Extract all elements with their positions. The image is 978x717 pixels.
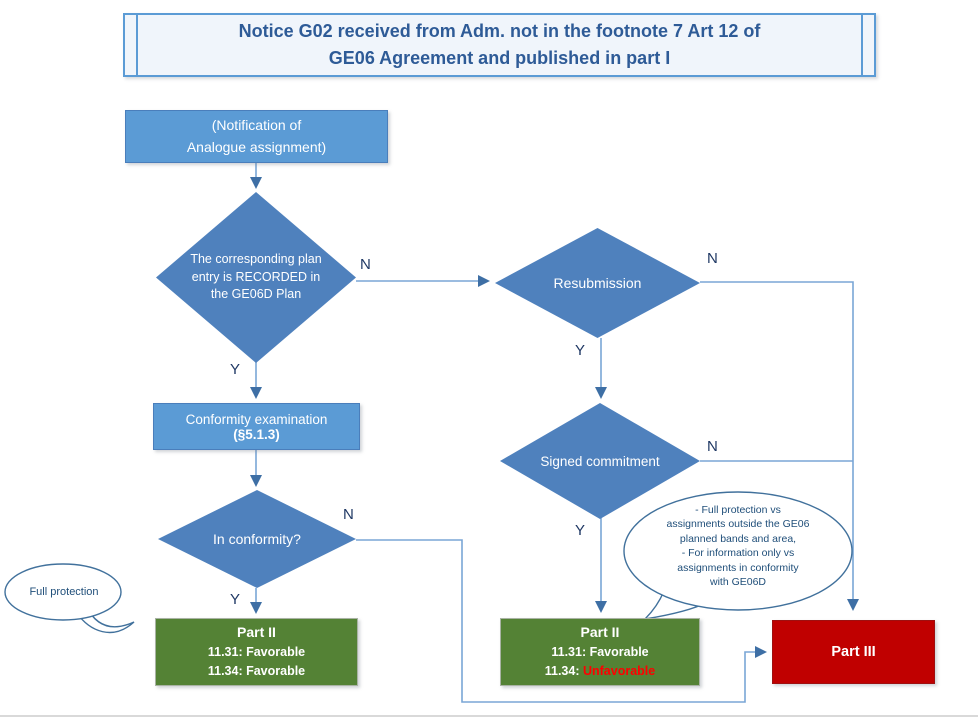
callout-full-protection-text: Full protection — [29, 586, 99, 598]
title-banner-right-rule — [861, 15, 863, 75]
callout-full-protection-shape — [4, 563, 135, 633]
part2-mid-row-1134-prefix: 11.34: — [544, 663, 583, 678]
conformity-exam-line1: Conformity examination — [185, 411, 328, 427]
edge-label-in-conformity-n: N — [343, 506, 354, 523]
part2-mid-row-1134-value: Unfavorable — [582, 663, 656, 678]
part2-mid-row-1131: 11.31: Favorable — [551, 645, 649, 660]
connector-inconformity-n-to-part3 — [356, 539, 767, 703]
callout-full-protection-tail — [74, 605, 135, 633]
edge-label-signed-n: N — [707, 438, 718, 455]
flowchart-title-banner: Notice G02 received from Adm. not in the… — [123, 13, 876, 77]
edge-label-resubmission-n: N — [707, 250, 718, 267]
process-conformity-examination: Conformity examination (§5.1.3) — [153, 403, 360, 450]
page-title: Notice G02 received from Adm. not in the… — [238, 21, 761, 68]
decision-recorded-label: The corresponding plan entry is RECORDED… — [190, 252, 322, 302]
outcome-part2-favorable: Part II 11.31: Favorable 11.34: Favorabl… — [155, 618, 358, 686]
part2-left-title: Part II — [237, 624, 276, 641]
start-node-label: (Notification of Analogue assignment) — [186, 116, 327, 155]
edge-label-signed-y: Y — [575, 522, 586, 539]
connector-resubmission-n-to-part3 — [700, 281, 859, 611]
start-node-notification: (Notification of Analogue assignment) — [125, 110, 388, 163]
decision-signed-commitment-label: Signed commitment — [540, 453, 660, 469]
edge-label-resubmission-y: Y — [575, 342, 586, 359]
part2-mid-row-1134: 11.34: Unfavorable — [545, 662, 655, 681]
part3-label: Part III — [831, 644, 876, 660]
callout-protection-details-shape — [623, 491, 853, 621]
part2-left-row-1131: 11.31: Favorable — [207, 645, 306, 660]
edge-label-recorded-n: N — [360, 256, 371, 273]
edge-label-in-conformity-y: Y — [230, 591, 241, 608]
part2-mid-title: Part II — [580, 624, 620, 641]
outcome-part3: Part III — [772, 620, 935, 684]
title-banner-left-rule — [136, 15, 138, 75]
callout-full-protection-oval — [4, 563, 122, 621]
part2-left-row-1134: 11.34: Favorable — [207, 663, 306, 678]
edge-label-recorded-y: Y — [230, 361, 241, 378]
conformity-exam-line2: (§5.1.3) — [233, 426, 280, 442]
callout-protection-details-oval — [623, 491, 853, 611]
decision-resubmission-label: Resubmission — [553, 275, 642, 291]
outcome-part2-unfavorable: Part II 11.31: Favorable 11.34: Unfavora… — [500, 618, 700, 686]
decision-in-conformity-label: In conformity? — [213, 531, 301, 547]
callout-protection-details-text: - Full protection vs assignments outside… — [666, 504, 810, 589]
